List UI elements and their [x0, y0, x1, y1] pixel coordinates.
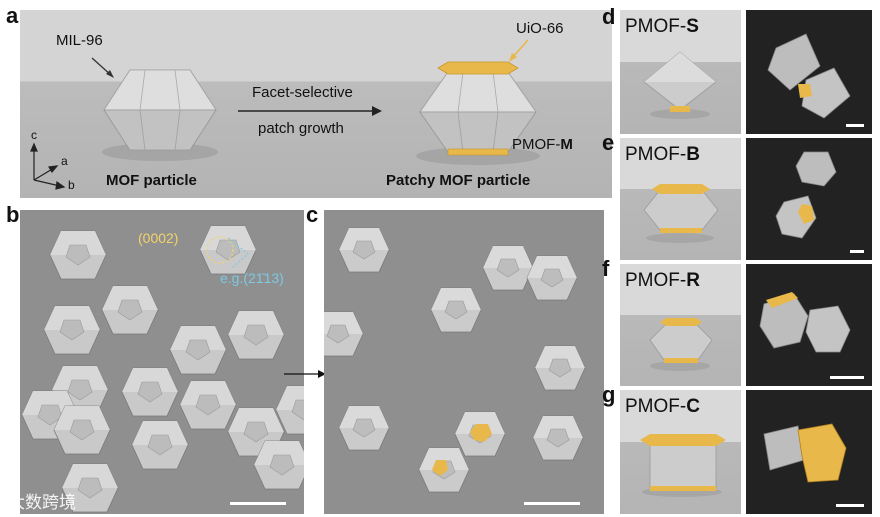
- arrow-text-line2: patch growth: [258, 120, 344, 137]
- panel-f-sem-image: [746, 264, 872, 386]
- pmof-c-label: PMOF-C: [625, 396, 700, 418]
- axis-b-label: b: [68, 178, 75, 192]
- bottom-patch-icon: [448, 149, 508, 155]
- pmof-m-label: PMOF-M: [512, 136, 573, 153]
- panel-c-letter: c: [306, 204, 318, 226]
- pmof-c-sem-crystals: [746, 390, 872, 514]
- arrow-text-line1: Facet-selective: [252, 84, 353, 101]
- axis-c-label: c: [31, 128, 37, 142]
- pmof-b-sem-crystals: [746, 138, 872, 260]
- panel-d-letter: d: [602, 6, 615, 28]
- panel-e-render: PMOF-B: [620, 138, 741, 260]
- panel-d-render: PMOF-S: [620, 10, 741, 134]
- facet-0002-label: (0002): [138, 230, 178, 246]
- uio66-label: UiO-66: [516, 20, 564, 37]
- panel-c-sem-image: [324, 210, 604, 514]
- panel-a-illustration: [20, 10, 612, 198]
- panel-e-sem-image: [746, 138, 872, 260]
- panel-b-letter: b: [6, 204, 19, 226]
- mof-particle-label: MOF particle: [106, 172, 197, 189]
- mil96-label: MIL-96: [56, 32, 103, 49]
- panel-g-render: PMOF-C: [620, 390, 741, 514]
- pmof-s-label: PMOF-S: [625, 16, 699, 38]
- scale-bar: [846, 124, 864, 127]
- watermark: 大数跨境: [8, 488, 76, 513]
- pmof-s-sem-crystals: [746, 10, 872, 134]
- panel-a-letter: a: [6, 5, 18, 27]
- panel-f-letter: f: [602, 258, 609, 280]
- panel-b-sem-image: (0002) e.g.(21̄13): [20, 210, 304, 514]
- scale-bar: [524, 502, 580, 505]
- panel-b-crystals: [20, 210, 304, 514]
- panel-a: MIL-96 Facet-selective patch growth UiO-…: [20, 10, 612, 198]
- scale-bar: [230, 502, 286, 505]
- pmof-r-label: PMOF-R: [625, 270, 700, 292]
- mof-particle-icon: [104, 70, 216, 150]
- patchy-mof-label: Patchy MOF particle: [386, 172, 530, 189]
- top-patch-icon: [438, 62, 518, 74]
- panel-g-letter: g: [602, 384, 615, 406]
- pmof-b-label: PMOF-B: [625, 144, 700, 166]
- scale-bar: [850, 250, 864, 253]
- pmof-r-sem-crystals: [746, 264, 872, 386]
- facet-eg-label: e.g.(21̄13): [220, 270, 284, 286]
- axes-icon: [31, 144, 64, 189]
- panel-e-letter: e: [602, 132, 614, 154]
- b-to-c-arrow: [282, 368, 328, 380]
- axis-a-label: a: [61, 154, 68, 168]
- panel-f-render: PMOF-R: [620, 264, 741, 386]
- scale-bar: [830, 376, 864, 379]
- panel-d-sem-image: [746, 10, 872, 134]
- scale-bar: [836, 504, 864, 507]
- panel-c-crystals: [324, 210, 604, 514]
- panel-g-sem-image: [746, 390, 872, 514]
